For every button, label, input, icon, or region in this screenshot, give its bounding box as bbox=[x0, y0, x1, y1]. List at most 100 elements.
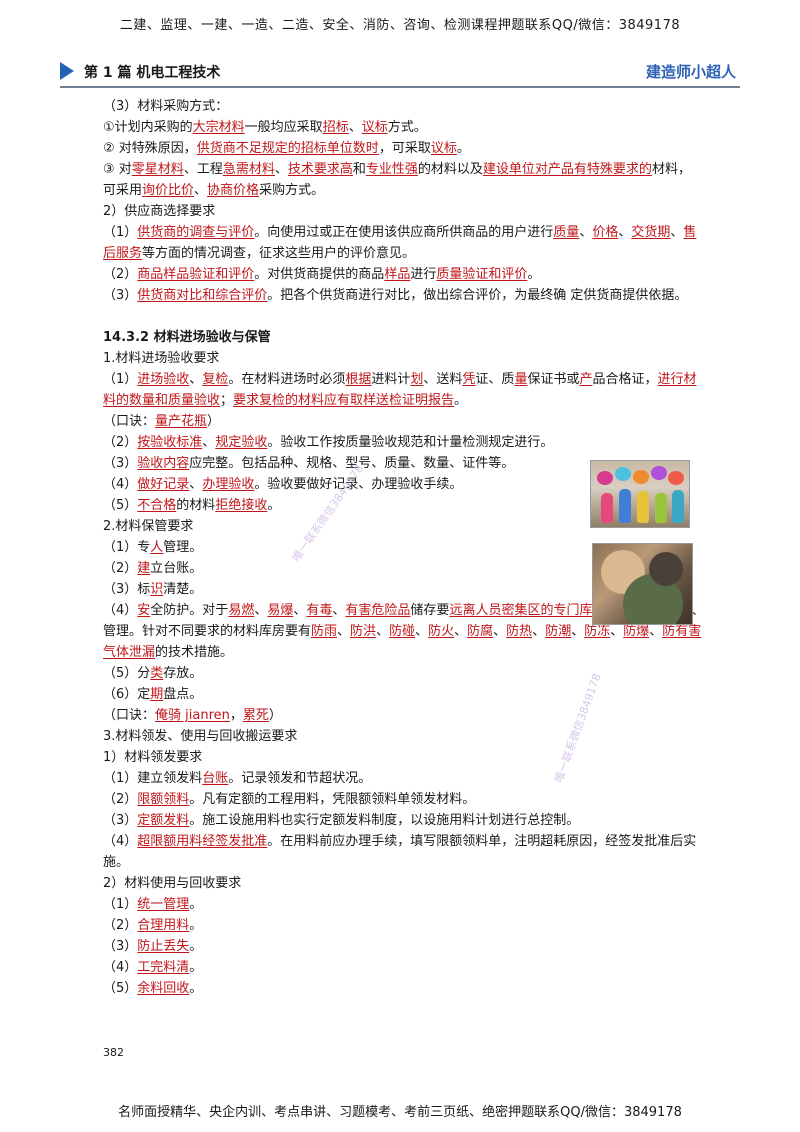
text-line: （6）定期盘点。 bbox=[103, 684, 703, 705]
key-term: 远离人员密集区的专门库房存放 bbox=[449, 603, 632, 618]
text-run: （3） bbox=[103, 288, 138, 303]
page-body: （3）材料采购方式：①计划内采购的大宗材料一般均应采取招标、议标方式。② 对特殊… bbox=[103, 96, 703, 999]
key-term: 类 bbox=[150, 666, 164, 681]
key-term: 量产花瓶 bbox=[155, 414, 208, 429]
text-line: ③ 对零星材料、工程急需材料、技术要求高和专业性强的材料以及建设单位对产品有特殊… bbox=[103, 159, 703, 201]
key-term: 产 bbox=[579, 372, 593, 387]
text-run: ； bbox=[220, 393, 234, 408]
key-term: 供货商不足规定的招标单位数时 bbox=[196, 141, 379, 156]
key-term: 规定验收 bbox=[215, 435, 268, 450]
key-term: 进场验收 bbox=[137, 372, 190, 387]
text-run: （3） bbox=[103, 939, 138, 954]
key-term: 易爆 bbox=[267, 603, 294, 618]
text-run: 2）供应商选择要求 bbox=[103, 204, 216, 219]
chapter-title: 第 1 篇 机电工程技术 bbox=[84, 65, 221, 81]
key-term: 易燃 bbox=[228, 603, 255, 618]
text-run: 、送料 bbox=[423, 372, 463, 387]
key-term: 专业性强 bbox=[365, 162, 418, 177]
chapter-header: 第 1 篇 机电工程技术 建造师小超人 bbox=[60, 58, 740, 88]
text-line: （1）专人管理。 bbox=[103, 537, 703, 558]
text-run: 14.3.2 材料进场验收与保管 bbox=[103, 330, 271, 345]
text-run: 。验收要做好记录、办理验收手续。 bbox=[254, 477, 463, 492]
text-line: （3）防止丢失。 bbox=[103, 936, 703, 957]
text-line: （1）进场验收、复检。在材料进场时必须根据进料计划、送料凭证、质量保证书或产品合… bbox=[103, 369, 703, 411]
key-term: 供货商对比和综合评价 bbox=[137, 288, 268, 303]
key-term: 询价比价 bbox=[142, 183, 195, 198]
text-run: 材料，可采用 bbox=[103, 162, 691, 198]
triangle-icon bbox=[60, 62, 74, 80]
text-run: 等方面的情况调查，征求这些用户的评价意见。 bbox=[142, 246, 416, 261]
key-term: 余料回收 bbox=[137, 981, 190, 996]
text-run: 。凡有定额的工程用料，凭限额领料单领发材料。 bbox=[189, 792, 476, 807]
text-run: （口诀： bbox=[103, 414, 156, 429]
text-run: 立台账。 bbox=[150, 561, 203, 576]
text-run: ，可采取 bbox=[378, 141, 431, 156]
text-line: 1.材料进场验收要求 bbox=[103, 348, 703, 369]
text-line: （5）不合格的材料拒绝接收。 bbox=[103, 495, 703, 516]
text-run: （5） bbox=[103, 981, 138, 996]
key-term: 质量验证和评价 bbox=[436, 267, 528, 282]
key-term: 防冻 bbox=[584, 624, 611, 639]
bottom-banner: 名师面授精华、央企内训、考点串讲、习题模考、考前三页纸、绝密押题联系QQ/微信：… bbox=[118, 1105, 682, 1120]
text-run: 。 bbox=[189, 939, 203, 954]
text-line: ①计划内采购的大宗材料一般均应采取招标、议标方式。 bbox=[103, 117, 703, 138]
text-line: （3）定额发料。施工设施用料也实行定额发料制度，以设施用料计划进行总控制。 bbox=[103, 810, 703, 831]
text-line: （4）做好记录、办理验收。验收要做好记录、办理验收手续。 bbox=[103, 474, 703, 495]
text-run: 采购方式。 bbox=[259, 183, 325, 198]
text-line: （口诀：量产花瓶） bbox=[103, 411, 703, 432]
key-term: 议标 bbox=[430, 141, 457, 156]
text-run: （2） bbox=[103, 267, 138, 282]
text-run: ， bbox=[229, 708, 243, 723]
text-run: 。记录领发和节超状况。 bbox=[228, 771, 372, 786]
key-term: 累死 bbox=[242, 708, 269, 723]
key-term: 建设单位对产品有特殊要求的 bbox=[482, 162, 652, 177]
key-term: 有毒 bbox=[306, 603, 333, 618]
text-run: 的技术措施。 bbox=[155, 645, 234, 660]
key-term: 防碰 bbox=[389, 624, 416, 639]
key-term: 根据 bbox=[345, 372, 372, 387]
text-run: 证、质 bbox=[475, 372, 515, 387]
text-run: 1）材料领发要求 bbox=[103, 750, 203, 765]
text-run: 、 bbox=[532, 624, 546, 639]
text-run: （2） bbox=[103, 918, 138, 933]
key-term: 零星材料 bbox=[131, 162, 184, 177]
text-run: 、 bbox=[332, 603, 346, 618]
text-run: 、 bbox=[415, 624, 429, 639]
text-run: ） bbox=[207, 414, 221, 429]
key-term: 质量 bbox=[553, 225, 580, 240]
key-term: 价格 bbox=[592, 225, 619, 240]
text-run: 2）材料使用与回收要求 bbox=[103, 876, 242, 891]
text-run: 和 bbox=[352, 162, 366, 177]
key-term: 交货期 bbox=[631, 225, 671, 240]
text-run: （口诀： bbox=[103, 708, 156, 723]
text-line: （3）供货商对比和综合评价。把各个供货商进行对比，做出综合评价，为最终确 定供货… bbox=[103, 285, 703, 306]
key-term: 防热 bbox=[506, 624, 533, 639]
text-run: 。在材料进场时必须 bbox=[228, 372, 346, 387]
text-run: （1） bbox=[103, 225, 138, 240]
text-run: 、 bbox=[293, 603, 307, 618]
text-run: （4） bbox=[103, 477, 138, 492]
key-term: 合理用料 bbox=[137, 918, 190, 933]
key-term: 防爆 bbox=[623, 624, 650, 639]
text-run: 、 bbox=[337, 624, 351, 639]
text-run: 。 bbox=[454, 393, 468, 408]
text-run: （1） bbox=[103, 372, 138, 387]
key-term: 样品 bbox=[384, 267, 411, 282]
key-term: 有害危险品 bbox=[345, 603, 411, 618]
text-run: 方式。 bbox=[387, 120, 427, 135]
page-number: 382 bbox=[103, 1046, 124, 1059]
key-term: 防雨 bbox=[311, 624, 338, 639]
brand-name: 建造师小超人 bbox=[645, 63, 736, 81]
text-run: 。 bbox=[189, 897, 203, 912]
text-run: 、 bbox=[194, 183, 208, 198]
text-run: 1.材料进场验收要求 bbox=[103, 351, 220, 366]
key-term: 商品样品验证和评价 bbox=[137, 267, 255, 282]
text-line: （2）建立台账。 bbox=[103, 558, 703, 579]
key-term: 防止丢失 bbox=[137, 939, 190, 954]
text-line: 2.材料保管要求 bbox=[103, 516, 703, 537]
text-run: （3）标 bbox=[103, 582, 151, 597]
key-term: 防有害气体泄漏 bbox=[103, 624, 702, 660]
text-run: 保证书或 bbox=[527, 372, 580, 387]
text-run: 存放。 bbox=[163, 666, 203, 681]
text-run: 。把各个供货商进行对比，做出综合评价，为最终确 定供货商提供依据。 bbox=[267, 288, 688, 303]
